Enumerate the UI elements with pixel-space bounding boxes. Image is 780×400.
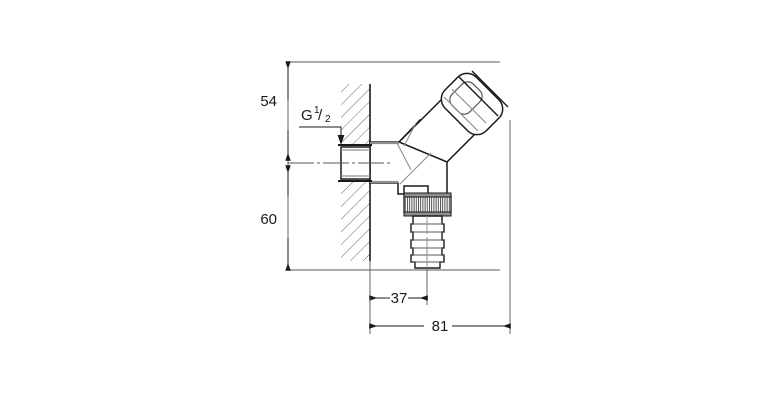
thread-callout: G 1 / 2 bbox=[299, 105, 345, 145]
handle-head bbox=[440, 70, 509, 136]
dimension-vertical-group: 54 60 bbox=[260, 61, 500, 271]
dimension-81-group: 81 bbox=[369, 120, 511, 335]
thread-label-prefix: G bbox=[301, 107, 313, 124]
dimension-label-54: 54 bbox=[260, 93, 277, 110]
thread-label-denominator: 2 bbox=[325, 114, 331, 125]
hose-barb bbox=[410, 215, 445, 269]
thread-label-numerator: 1 bbox=[314, 105, 320, 116]
dimension-label-37: 37 bbox=[391, 290, 408, 307]
dimension-label-81: 81 bbox=[432, 318, 449, 335]
dimension-37-group: 37 bbox=[369, 261, 428, 307]
dimension-label-60: 60 bbox=[260, 211, 277, 228]
thread-label-slash: / bbox=[318, 107, 323, 124]
knurled-collar bbox=[403, 192, 452, 217]
